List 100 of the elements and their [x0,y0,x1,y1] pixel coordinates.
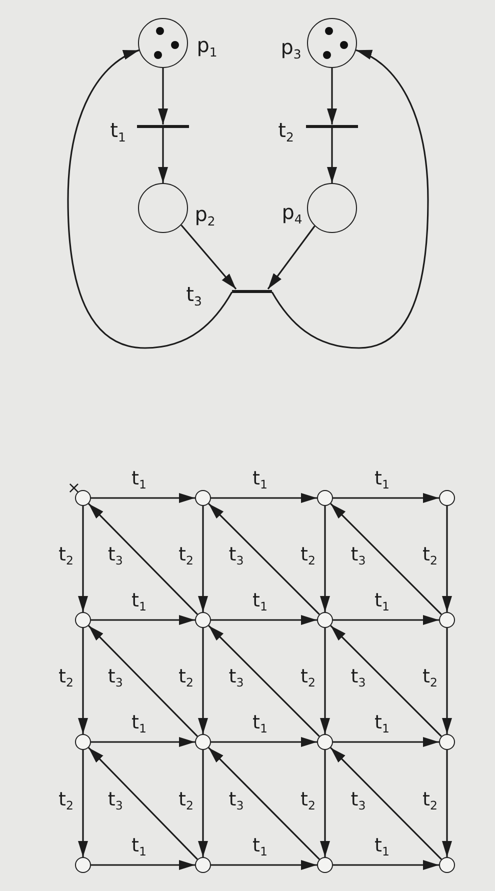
place-label: p$_{2}$ [194,204,216,224]
place-circle [138,18,188,68]
edge-label: t$_{1}$ [132,592,146,610]
arrow [198,506,208,612]
arrow [91,615,195,625]
edge-label: t$_{2}$ [178,790,194,809]
arrow [271,49,429,349]
place-label: p$_{3}$ [280,37,302,57]
edge-label: t$_{2}$ [422,668,438,686]
edge-label: t$_{1}$ [132,470,146,488]
arrow [91,860,195,870]
transition-bar [306,124,358,128]
arrow [88,625,198,737]
edge-label: t$_{1}$ [252,836,268,856]
arrow [78,628,88,734]
state-node [439,734,455,750]
state-node [75,612,91,628]
state-node [439,490,455,506]
arrow [333,737,439,747]
arrow [198,628,208,734]
arrow [267,226,316,290]
edge-label: t$_{1}$ [252,714,268,732]
arrow [320,750,330,857]
edge-label: t$_{3}$ [350,546,366,565]
state-node [75,857,91,873]
arrow [158,68,168,124]
arrow [442,628,452,734]
arrow [211,493,317,503]
arrow [180,224,237,290]
arrow [320,506,330,612]
arrow [67,49,233,349]
place-label: p$_{4}$ [282,202,302,222]
state-node [195,857,211,873]
initial-state-mark: × [67,480,81,496]
arrow [330,747,442,860]
arrow [91,737,195,747]
edge-label: t$_{1}$ [374,592,390,610]
arrow [333,493,439,503]
state-node [317,490,333,506]
state-node [317,857,333,873]
edge-label: t$_{2}$ [422,546,438,564]
place-label: p$_{1}$ [196,35,218,55]
arrow [88,747,198,860]
state-node [195,734,211,750]
edge-label: t$_{2}$ [300,546,316,564]
edge-label: t$_{3}$ [108,790,123,810]
edge-label: t$_{2}$ [178,546,194,564]
state-node [195,612,211,628]
transition-label: t$_{3}$ [186,284,202,304]
transition-bar [232,290,272,292]
place-circle [307,18,357,68]
arrow [78,506,88,612]
arrow [198,750,208,857]
edge-label: t$_{3}$ [228,790,244,810]
arrow [208,747,320,860]
arrow [333,615,439,625]
transition-label: t$_{1}$ [110,120,126,140]
place-circle [307,183,357,233]
arrow [211,615,317,625]
arrow [330,625,442,737]
arrow [211,860,317,870]
edge-label: t$_{3}$ [108,668,123,687]
arrow [88,503,198,615]
edge-label: t$_{1}$ [374,470,390,488]
arrow [330,503,442,615]
state-node [317,612,333,628]
transition-label: t$_{2}$ [278,120,294,140]
state-node [439,612,455,628]
edge-label: t$_{3}$ [228,546,244,565]
edge-label: t$_{2}$ [58,790,74,809]
edge-label: t$_{2}$ [300,668,316,686]
edge-label: t$_{3}$ [228,668,244,687]
edge-label: t$_{3}$ [350,790,366,810]
edge-label: t$_{2}$ [58,546,74,564]
arrow [320,628,330,734]
state-node [439,857,455,873]
arrow [333,860,439,870]
edge-label: t$_{3}$ [350,668,366,687]
arrow [211,737,317,747]
arrow [91,493,195,503]
arrow [442,750,452,857]
arrow [78,750,88,857]
state-node [75,734,91,750]
edge-label: t$_{1}$ [374,714,390,732]
edge-label: t$_{1}$ [252,592,268,610]
state-node [317,734,333,750]
edge-label: t$_{3}$ [108,546,123,565]
arrow [327,128,337,183]
edge-label: t$_{1}$ [374,836,390,856]
state-node [195,490,211,506]
arrow [208,503,320,615]
arrow [158,128,168,183]
edge-label: t$_{1}$ [132,836,146,856]
arrow [442,506,452,612]
edge-label: t$_{2}$ [422,790,438,809]
edge-label: t$_{1}$ [252,470,268,488]
arrow [208,625,320,737]
edge-label: t$_{2}$ [300,790,316,809]
transition-bar [137,124,189,128]
edge-label: t$_{1}$ [132,714,146,732]
